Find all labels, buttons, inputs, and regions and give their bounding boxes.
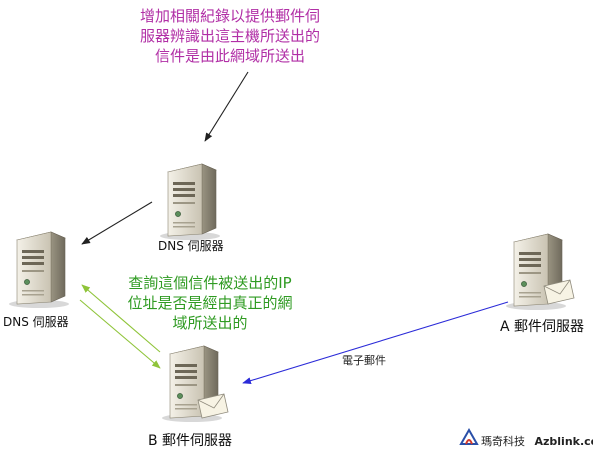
note-mid-line-1: 查詢這個信件被送出的IP	[128, 274, 292, 292]
note-mid-line-2: 位址是否是經由真正的網	[127, 294, 293, 312]
note-top-line-2: 服器辨識出這主機所送出的	[139, 27, 320, 45]
query-arrow-up	[81, 284, 161, 353]
mail-b-label: B 郵件伺服器	[148, 433, 233, 449]
dns-left-label: DNS 伺服器	[3, 315, 69, 329]
query-arrow-down	[79, 299, 161, 369]
dns-left-server	[8, 231, 70, 309]
dns-to-dns-arrow	[81, 201, 153, 245]
mail-server-b	[161, 345, 229, 423]
note-mid-line-3: 域所送出的	[172, 314, 248, 332]
email-arrow	[242, 301, 509, 385]
note-top-line-1: 增加相關紀錄以提供郵件伺	[139, 7, 320, 25]
note-mid: 查詢這個信件被送出的IP 位址是否是經由真正的網 域所送出的	[110, 273, 310, 333]
note-top-line-3: 信件是由此網域所送出	[154, 47, 305, 65]
note-to-dns-arrow	[204, 71, 249, 142]
dns-top-label: DNS 伺服器	[158, 239, 224, 253]
mail-a-label: A 郵件伺服器	[500, 319, 585, 335]
dns-top-server	[159, 163, 221, 241]
mail-server-a	[505, 233, 575, 311]
server-icon	[159, 163, 221, 241]
azblink-logo-icon	[459, 427, 479, 445]
brand-text: 瑪奇科技 Azblink.com	[481, 433, 593, 449]
server-icon	[8, 231, 70, 309]
note-top: 增加相關紀錄以提供郵件伺 服器辨識出這主機所送出的 信件是由此網域所送出	[110, 6, 350, 66]
brand-site: Azblink.com	[534, 435, 593, 448]
brand-name: 瑪奇科技	[481, 435, 525, 448]
email-edge-label: 電子郵件	[342, 354, 386, 367]
